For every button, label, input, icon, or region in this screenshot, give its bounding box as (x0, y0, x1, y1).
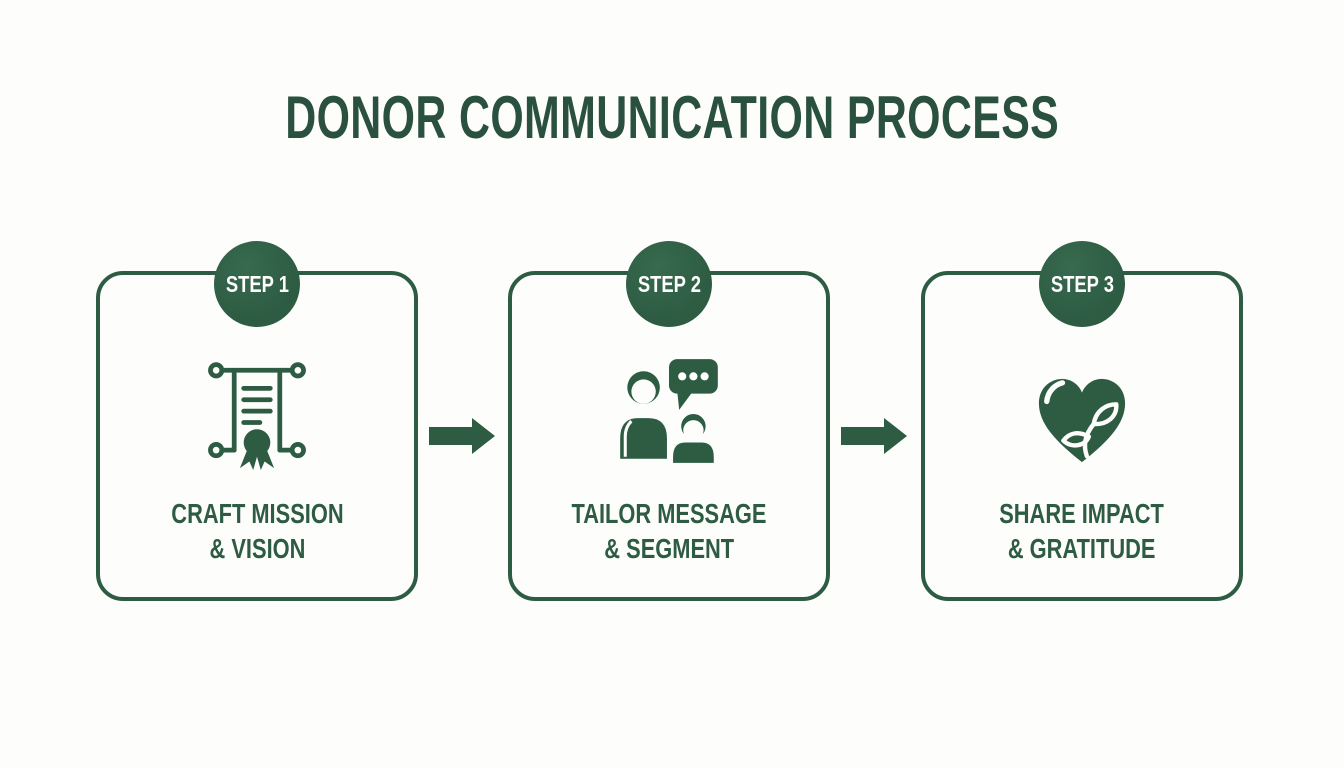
people-conversation-icon (512, 355, 826, 473)
step-3-badge: STEP 3 (1039, 241, 1125, 327)
page-title: DONOR COMMUNICATION PROCESS (285, 84, 1059, 151)
step-3-badge-label: STEP 3 (1050, 270, 1114, 297)
step-2-badge-label: STEP 2 (637, 270, 701, 297)
step-3-label: SHARE IMPACT & GRATITUDE (999, 498, 1165, 564)
step-2-badge: STEP 2 (626, 241, 712, 327)
heart-sprout-icon (925, 355, 1239, 473)
arrow-right-icon (841, 418, 907, 454)
step-2-label: TAILOR MESSAGE & SEGMENT (571, 498, 767, 564)
step-card-2: STEP 2 (508, 241, 830, 601)
step-1-badge: STEP 1 (214, 241, 300, 327)
step-card-1: STEP 1 (96, 241, 418, 601)
step-1-label: CRAFT MISSION & VISION (170, 498, 344, 564)
step-1-badge-label: STEP 1 (225, 270, 289, 297)
step-card-3: STEP 3 SHARE IMPACT & GRATITUDE (921, 241, 1243, 601)
arrow-right-icon (429, 418, 495, 454)
scroll-certificate-icon (100, 355, 414, 473)
